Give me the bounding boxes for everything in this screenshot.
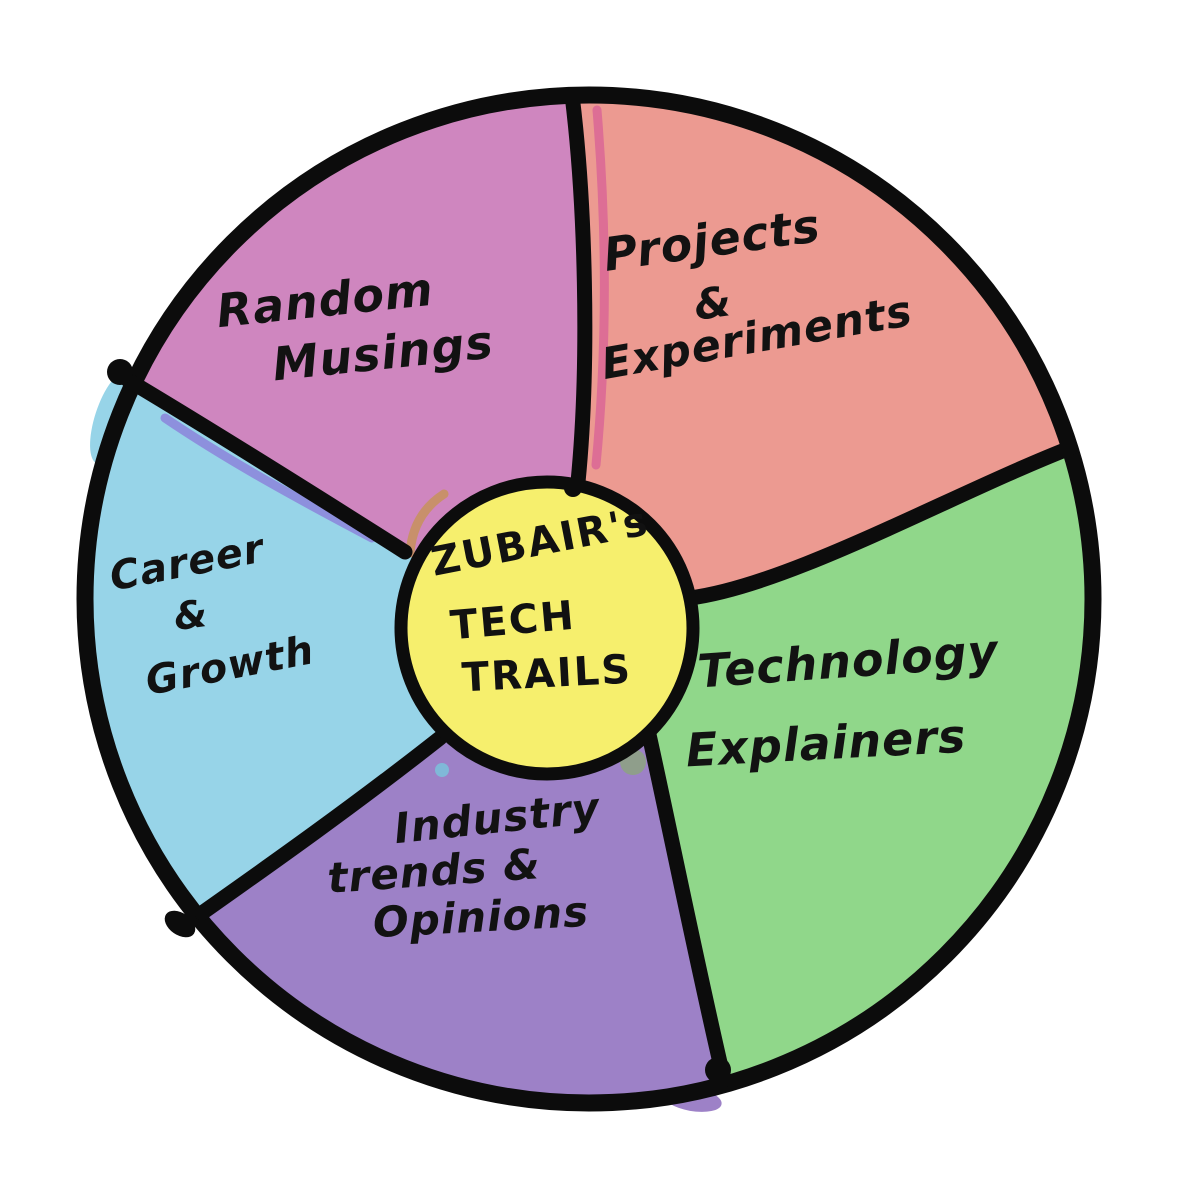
junction-dot-bottom-left — [164, 910, 196, 938]
segment-career-growth — [83, 380, 548, 913]
hub-circle — [394, 475, 700, 781]
divider-top — [564, 87, 593, 490]
divider-left — [120, 372, 413, 560]
hub-top-ink-bump — [564, 479, 582, 497]
teal-smudge-blob — [435, 763, 449, 777]
career-growth-label-line2: & — [171, 590, 211, 640]
junction-dot-left — [107, 359, 133, 385]
periwinkle-shadow-smudge — [160, 413, 377, 543]
segment-projects-experiments — [547, 94, 1070, 628]
tan-edge-smudge — [405, 489, 449, 558]
divider-bottom-left — [194, 730, 448, 921]
junction-dot-bottom — [705, 1057, 731, 1083]
rose-edge-smudge — [591, 105, 609, 470]
divider-right — [682, 440, 1078, 606]
outer-rim — [76, 86, 1102, 1112]
divider-bottom — [640, 722, 732, 1088]
hub-title-line3: TRAILS — [460, 646, 634, 702]
